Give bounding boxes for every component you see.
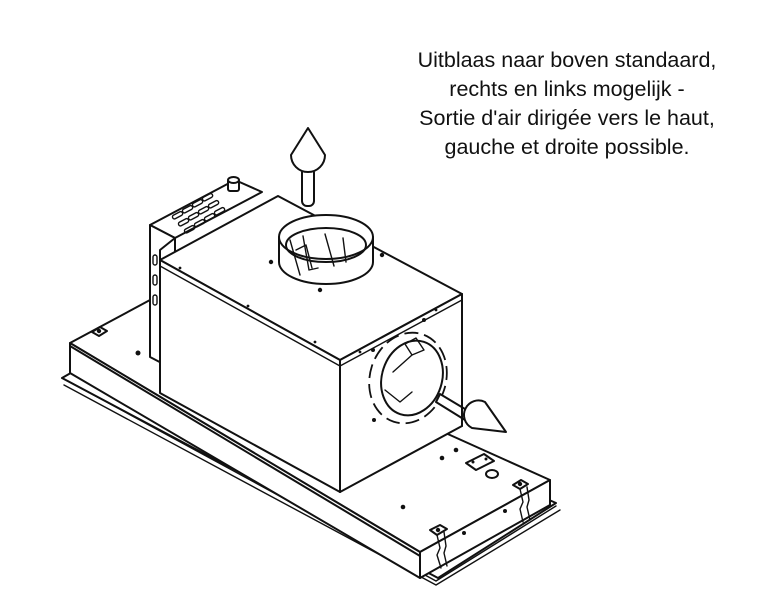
vent-slots [171,192,226,234]
caption-line-1: Uitblaas naar boven standaard, [417,48,717,72]
exhaust-direction-caption: Uitblaas naar boven standaard, rechts en… [380,46,754,162]
caption-line-3: Sortie d'air dirigée vers le haut, [419,106,715,130]
up-arrow-icon [290,127,326,207]
top-outlet-collar [278,214,374,285]
cable-gland [227,176,240,192]
caption-line-2: rechts en links mogelijk - [449,77,685,101]
caption-line-4: gauche et droite possible. [444,135,690,159]
side-outlet-collar [368,331,448,425]
